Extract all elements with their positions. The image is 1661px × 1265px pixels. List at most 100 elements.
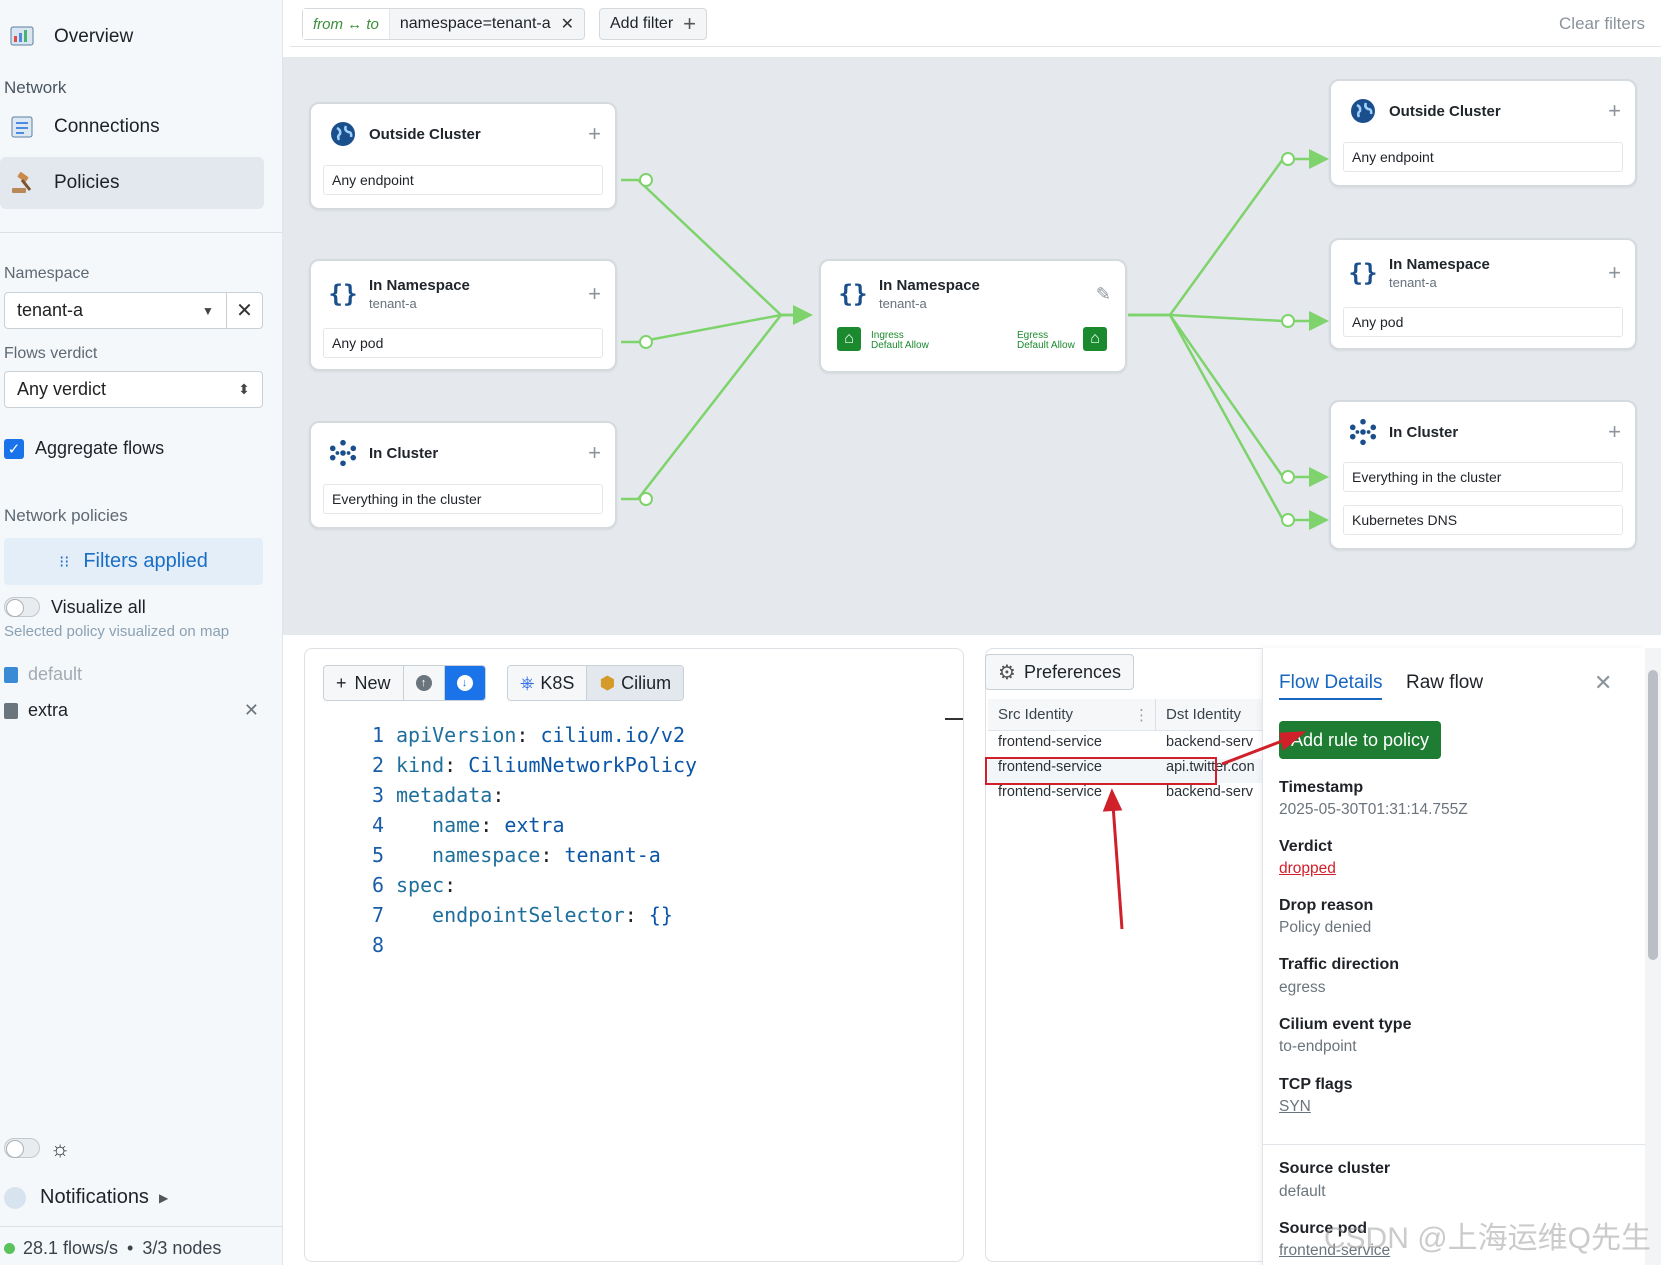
watermark: CSDN @上海运维Q先生 — [1323, 1222, 1651, 1255]
add-filter-button[interactable]: Add filter + — [599, 8, 707, 40]
policy-item-label: default — [28, 664, 83, 684]
network-section-title: Network — [4, 78, 67, 97]
nav-overview[interactable]: Overview — [0, 11, 264, 63]
tab-raw-flow[interactable]: Raw flow — [1406, 672, 1484, 693]
policy-item-default[interactable]: default — [4, 664, 259, 685]
add-icon[interactable]: + — [1608, 260, 1621, 285]
notifications-icon — [4, 1186, 26, 1209]
add-icon[interactable]: + — [588, 121, 601, 146]
upload-button[interactable]: ↑ — [404, 666, 445, 700]
nav-policies[interactable]: Policies — [0, 157, 264, 209]
sidebar-divider — [0, 232, 283, 233]
card-title: In Cluster — [369, 444, 439, 462]
status-divider — [0, 1226, 283, 1227]
card-subtitle: tenant-a — [1389, 275, 1437, 290]
aggregate-label: Aggregate flows — [35, 438, 165, 458]
highlight-annotation-box — [985, 757, 1217, 785]
preferences-button[interactable]: ⚙ Preferences — [985, 654, 1134, 690]
status-nodes: 3/3 nodes — [142, 1238, 222, 1258]
card-subtitle: tenant-a — [879, 296, 927, 311]
k8s-button[interactable]: ⎈K8S — [508, 666, 588, 700]
notifications-button[interactable]: Notifications ▶ — [4, 1186, 168, 1209]
add-icon[interactable]: + — [1608, 419, 1621, 444]
namespace-select[interactable]: tenant-a ▼ ✕ — [4, 292, 263, 329]
remove-filter-icon[interactable]: ✕ — [560, 16, 575, 33]
filter-bar: from ↔ to namespace=tenant-a ✕ Add filte… — [290, 0, 1661, 47]
clear-namespace-icon[interactable]: ✕ — [226, 293, 262, 328]
verdict-value-link[interactable]: dropped — [1279, 860, 1336, 877]
policy-item-label: extra — [28, 700, 69, 720]
source-card-in-cluster[interactable]: In Cluster + Everything in the cluster — [309, 421, 617, 529]
nav-overview-label: Overview — [54, 26, 134, 47]
map-edges — [621, 149, 1329, 530]
add-icon[interactable]: + — [588, 281, 601, 306]
source-card-outside-cluster[interactable]: Outside Cluster + Any endpoint — [309, 102, 617, 210]
col-src-identity[interactable]: Src Identity⋮ — [988, 699, 1156, 730]
namespace-braces-icon: {} — [838, 280, 868, 308]
egress-line-2: Default Allow — [1017, 340, 1075, 351]
add-rule-button[interactable]: Add rule to policy — [1279, 721, 1441, 759]
plus-icon: + — [683, 11, 696, 36]
filter-direction[interactable]: from ↔ to — [303, 9, 390, 39]
add-filter-label: Add filter — [610, 15, 674, 32]
detail-value: Policy denied — [1279, 919, 1372, 936]
globe-icon — [329, 120, 357, 148]
source-pod-link[interactable]: frontend-service — [1279, 1242, 1391, 1259]
card-title: In Namespace — [1389, 256, 1490, 273]
details-scrollbar[interactable] — [1645, 648, 1661, 1265]
nav-connections[interactable]: Connections — [0, 101, 264, 153]
add-icon[interactable]: + — [588, 440, 601, 465]
verdict-select[interactable]: Any verdict ⬍ — [4, 371, 263, 408]
filters-applied-button[interactable]: ⁝⁝ Filters applied — [4, 538, 263, 585]
chevron-down-icon[interactable]: ▼ — [202, 303, 214, 318]
pencil-icon — [4, 702, 18, 719]
close-icon[interactable]: ✕ — [1594, 670, 1613, 695]
clear-filters-link[interactable]: Clear filters — [1559, 14, 1645, 33]
namespace-braces-icon: {} — [328, 280, 358, 308]
column-menu-icon[interactable]: ⋮ — [1134, 706, 1149, 724]
ingress-unlock-icon: ⌂ — [837, 327, 861, 351]
dest-card-outside-cluster[interactable]: Outside Cluster + Any endpoint — [1329, 79, 1637, 187]
detail-label: Cilium event type — [1279, 1016, 1412, 1033]
detail-value: 2025-05-30T01:31:14.755Z — [1279, 801, 1468, 818]
new-policy-button[interactable]: +New — [324, 666, 404, 700]
scrollbar-thumb[interactable] — [1648, 670, 1658, 960]
edit-icon[interactable]: ✎ — [1095, 283, 1111, 304]
detail-label: Verdict — [1279, 838, 1333, 855]
code-line: 5 namespace: tenant-a — [371, 843, 661, 867]
col-dst-identity[interactable]: Dst Identity — [1166, 706, 1242, 723]
card-title: In Namespace — [879, 277, 980, 294]
card-title: In Namespace — [369, 277, 470, 294]
card-subtitle: tenant-a — [369, 296, 417, 311]
theme-toggle[interactable] — [4, 1138, 40, 1158]
network-policies-label: Network policies — [4, 506, 128, 525]
cilium-button[interactable]: ⬢Cilium — [587, 666, 684, 700]
upload-icon: ↑ — [415, 675, 432, 691]
status-bar: 28.1 flows/s • 3/3 nodes — [4, 1238, 221, 1259]
visualize-all-label: Visualize all — [51, 597, 146, 617]
card-title: Outside Cluster — [1389, 102, 1501, 120]
download-button[interactable]: ↓ — [444, 666, 485, 700]
filter-chip[interactable]: from ↔ to namespace=tenant-a ✕ — [302, 8, 586, 40]
policy-item-extra[interactable]: extra ✕ — [4, 700, 259, 721]
remove-policy-icon[interactable]: ✕ — [243, 700, 259, 720]
dest-card-in-cluster[interactable]: In Cluster + Everything in the cluster K… — [1329, 400, 1637, 550]
visualize-all-toggle[interactable] — [4, 597, 40, 617]
cluster-icon — [1349, 418, 1377, 446]
editor-scroll-indicator — [945, 718, 963, 720]
aggregate-checkbox[interactable]: ✓ — [4, 439, 24, 459]
detail-label: TCP flags — [1279, 1076, 1353, 1093]
tab-flow-details[interactable]: Flow Details — [1279, 672, 1383, 700]
detail-value: egress — [1279, 979, 1326, 996]
overview-icon — [8, 23, 36, 51]
add-icon[interactable]: + — [1608, 98, 1621, 123]
tcp-flags-link[interactable]: SYN — [1279, 1098, 1311, 1115]
